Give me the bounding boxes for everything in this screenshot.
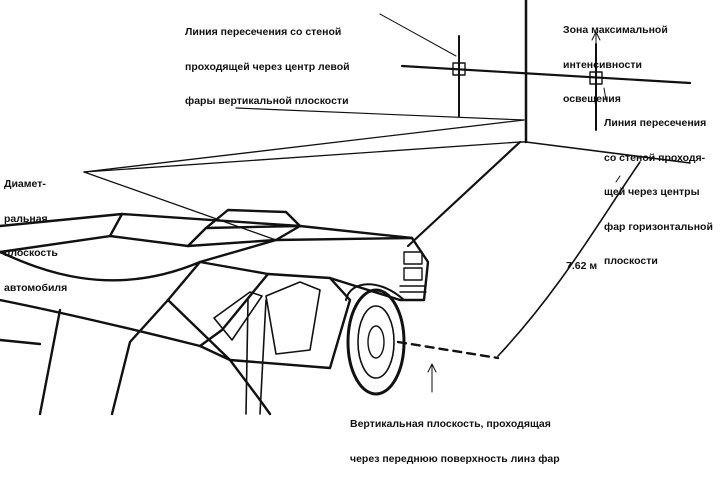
left-max-zone-square bbox=[452, 62, 466, 76]
wall-top-edge bbox=[235, 107, 525, 121]
diametral-line-to-ground bbox=[83, 141, 521, 173]
label-line: Линия пересечения со стеной bbox=[185, 26, 342, 38]
label-line: щей через центры bbox=[604, 186, 700, 198]
ground-center-line bbox=[406, 140, 522, 248]
label-line: со стеной проходя- bbox=[604, 151, 706, 164]
front-wheel bbox=[345, 283, 406, 396]
diametral-line-to-hood bbox=[83, 171, 277, 241]
car-headlights bbox=[399, 251, 427, 293]
label-line: через переднюю поверхность линз фар bbox=[350, 452, 560, 465]
right-max-zone-square bbox=[589, 71, 603, 85]
car-windows bbox=[213, 281, 321, 415]
label-distance: 7.62 м bbox=[566, 238, 597, 284]
label-line: Вертикальная плоскость, проходящая bbox=[350, 418, 551, 430]
label-line: фар горизонтальной bbox=[604, 220, 713, 233]
label-line: ральная bbox=[4, 212, 48, 225]
label-line: автомобиля bbox=[4, 281, 68, 294]
car-outline bbox=[0, 208, 430, 416]
front-plane-arrow bbox=[427, 363, 437, 373]
front-plane-dashed-line bbox=[396, 340, 500, 360]
label-front-plane: Вертикальная плоскость, проходящая через… bbox=[350, 396, 560, 477]
leader-vertical-intersection bbox=[379, 13, 457, 57]
horizontal-plane-line bbox=[400, 64, 692, 85]
label-vertical-intersection: Линия пересечения со стеной проходящей ч… bbox=[185, 4, 350, 119]
label-line: Зона максимальной bbox=[563, 24, 668, 36]
label-line: 7.62 м bbox=[566, 260, 598, 272]
headlight-alignment-diagram bbox=[0, 0, 692, 416]
wall-floor-line bbox=[525, 141, 691, 164]
label-line: проходящей через центр левой bbox=[185, 60, 350, 73]
label-horizontal-intersection: Линия пересечения со стеной проходя- щей… bbox=[604, 95, 713, 279]
label-line: фары вертикальной плоскости bbox=[185, 95, 349, 107]
label-line: Диамет- bbox=[4, 178, 46, 190]
label-max-zone: Зона максимальной интенсивности освещени… bbox=[563, 2, 668, 117]
label-line: интенсивности bbox=[563, 58, 642, 71]
diametral-line-to-wall-top bbox=[83, 119, 525, 173]
label-line: Линия пересечения bbox=[604, 117, 707, 129]
leader-horizontal-intersection bbox=[603, 87, 607, 101]
label-line: освещения bbox=[563, 93, 621, 105]
label-line: плоскость bbox=[4, 247, 58, 259]
ground-right-edge bbox=[497, 161, 641, 357]
label-line: плоскости bbox=[604, 255, 658, 267]
label-diametral-plane: Диамет- ральная плоскость автомобиля bbox=[4, 156, 67, 306]
leader-max-zone-arrow bbox=[591, 31, 601, 41]
distance-extension-top bbox=[615, 175, 621, 183]
